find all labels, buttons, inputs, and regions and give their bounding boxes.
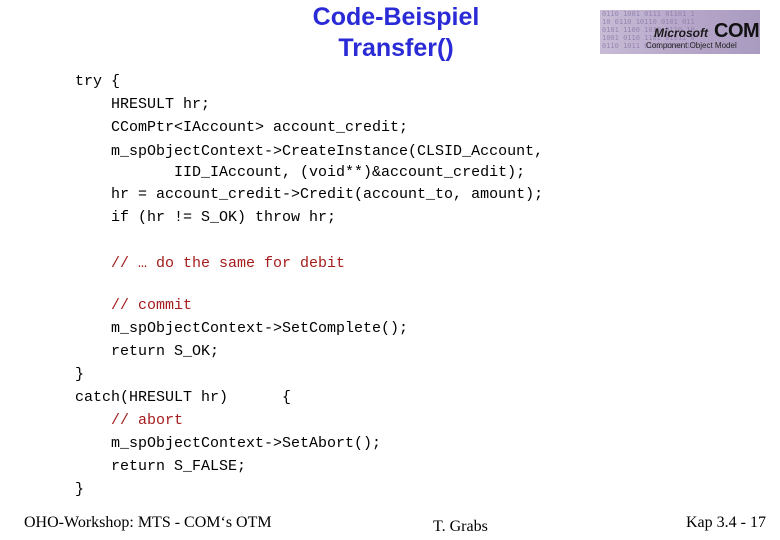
- code-line: }: [75, 366, 85, 383]
- code-line: catch(HRESULT hr) {: [75, 389, 292, 406]
- code-line: if (hr != S_OK) throw hr;: [75, 209, 337, 226]
- code-line: }: [75, 481, 85, 498]
- code-comment: // … do the same for debit: [75, 255, 346, 272]
- code-comment: // abort: [75, 412, 184, 429]
- code-line: return S_FALSE;: [75, 458, 247, 475]
- code-line: CComPtr<IAccount> account_credit;: [75, 119, 409, 136]
- code-line: try {: [75, 73, 121, 90]
- code-line: hr = account_credit->Credit(account_to, …: [75, 186, 544, 203]
- logo-bits-row: 0110 1001 0111 01101 1: [602, 10, 695, 18]
- code-line: m_spObjectContext->SetAbort();: [75, 435, 382, 452]
- microsoft-com-logo: 0110 1001 0111 01101 1 10 0110 10110 010…: [600, 10, 760, 54]
- code-line: return S_OK;: [75, 343, 220, 360]
- logo-tagline: Component Object Model: [646, 41, 737, 50]
- logo-bits-row: 1001 0110 1101 01011 0: [602, 34, 695, 42]
- logo-brand: Microsoft: [654, 26, 708, 40]
- slide-title: Code-Beispiel Transfer(): [246, 2, 546, 64]
- code-line: IID_IAccount, (void**)&account_credit);: [75, 164, 526, 181]
- footer-page-number: Kap 3.4 - 17: [686, 514, 766, 531]
- slide-title-line-1: Code-Beispiel: [312, 3, 480, 31]
- slide-title-line-2: Transfer(): [338, 34, 454, 62]
- code-line: HRESULT hr;: [75, 96, 211, 113]
- code-line: m_spObjectContext->CreateInstance(CLSID_…: [75, 143, 544, 160]
- code-line: m_spObjectContext->SetComplete();: [75, 320, 409, 337]
- footer-author: T. Grabs: [433, 518, 488, 535]
- logo-bits-row: 0101 1100 1010 0110 10: [602, 26, 695, 34]
- logo-binary-background: 0110 1001 0111 01101 1 10 0110 10110 010…: [602, 10, 758, 50]
- logo-name: COM: [714, 20, 760, 42]
- logo-bits-row: 0110 1011 0101 1100 11: [602, 42, 695, 50]
- code-comment: // commit: [75, 297, 193, 314]
- footer-workshop: OHO-Workshop: MTS - COM‘s OTM: [24, 514, 272, 531]
- logo-bits-row: 10 0110 10110 0101 011: [602, 18, 695, 26]
